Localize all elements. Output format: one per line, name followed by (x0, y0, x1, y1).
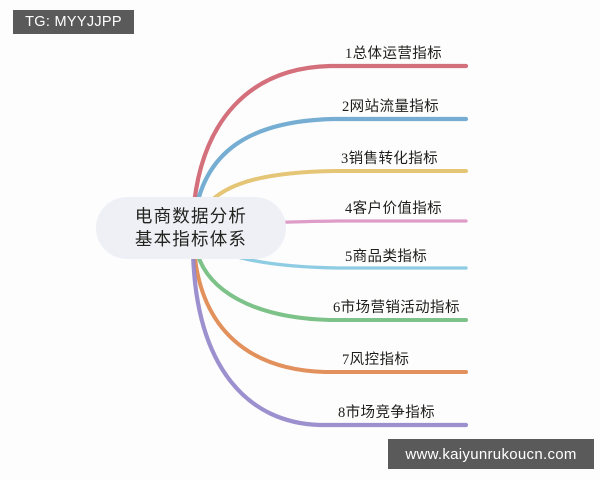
branch-curve-1 (190, 63, 469, 218)
branch-label-5[interactable]: 5商品类指标 (345, 249, 428, 265)
central-node[interactable]: 电商数据分析 基本指标体系 (96, 197, 286, 259)
branch-label-1[interactable]: 1总体运营指标 (345, 46, 443, 62)
branch-label-8[interactable]: 8市场竞争指标 (338, 405, 436, 421)
branch-label-2[interactable]: 2网站流量指标 (342, 99, 440, 115)
watermark-badge-bottom-right: www.kaiyunrukoucn.com (388, 439, 594, 469)
branch-curve-8 (190, 249, 469, 428)
central-node-line-2: 基本指标体系 (134, 229, 248, 249)
branch-label-7[interactable]: 7风控指标 (342, 352, 410, 368)
branch-label-4[interactable]: 4客户价值指标 (345, 201, 443, 217)
branch-curve-2 (191, 116, 469, 225)
branch-label-6[interactable]: 6市场营销活动指标 (333, 300, 460, 316)
branch-curve-7 (192, 246, 468, 374)
branch-curve-6 (193, 242, 468, 322)
branch-label-3[interactable]: 3销售转化指标 (341, 151, 439, 167)
central-node-line-1: 电商数据分析 (134, 205, 248, 226)
watermark-badge-top-left: TG: MYYJJPP (13, 10, 134, 34)
